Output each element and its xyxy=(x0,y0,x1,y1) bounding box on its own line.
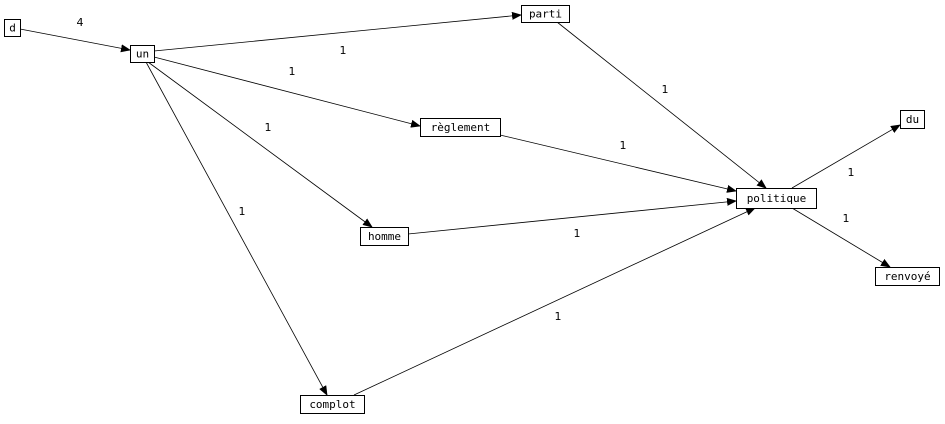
node-label-parti: parti xyxy=(529,8,562,21)
edge-un-to-homme xyxy=(147,61,373,228)
node-parti: parti xyxy=(521,5,570,23)
edge-weight-un-to-complot: 1 xyxy=(239,205,246,218)
edges-layer: 4 1 1 1 1 1 1 1 1 1 1 xyxy=(19,11,901,396)
edge-un-to-complot xyxy=(145,61,328,396)
node-label-un: un xyxy=(136,48,149,61)
node-label-politique: politique xyxy=(747,192,807,205)
edge-weight-d-to-un: 4 xyxy=(77,16,84,29)
node-box-politique xyxy=(736,188,817,209)
node-label-complot: complot xyxy=(309,398,355,411)
node-box-parti xyxy=(521,5,570,23)
node-box-reglement xyxy=(420,118,501,137)
node-box-d xyxy=(4,19,21,37)
node-label-reglement: règlement xyxy=(431,121,491,134)
edge-politique-to-renvoye xyxy=(791,207,891,268)
node-box-un xyxy=(130,45,155,63)
edge-homme-to-politique xyxy=(407,197,737,235)
node-box-homme xyxy=(360,227,409,246)
node-label-renvoye: renvoyé xyxy=(884,270,930,283)
edge-weight-reglement-to-politique: 1 xyxy=(620,139,627,152)
edge-weight-parti-to-politique: 1 xyxy=(662,83,669,96)
node-homme: homme xyxy=(360,227,409,246)
node-complot: complot xyxy=(300,395,365,414)
node-du: du xyxy=(900,110,925,129)
node-label-homme: homme xyxy=(368,230,401,243)
edge-un-to-parti xyxy=(153,11,522,52)
edge-weight-un-to-homme: 1 xyxy=(265,121,272,134)
node-renvoye: renvoyé xyxy=(875,267,940,286)
edge-weight-homme-to-politique: 1 xyxy=(574,227,581,240)
edge-weight-un-to-parti: 1 xyxy=(340,44,347,57)
edge-un-to-reglement xyxy=(153,56,421,128)
nodes-layer: d un parti règlement homme complot politique du… xyxy=(4,5,940,414)
node-label-du: du xyxy=(906,113,919,126)
edge-reglement-to-politique xyxy=(499,134,737,193)
node-d: d xyxy=(4,19,21,37)
node-box-du xyxy=(900,110,925,129)
edge-d-to-un xyxy=(19,28,131,53)
node-box-complot xyxy=(300,395,365,414)
node-reglement: règlement xyxy=(420,118,501,137)
node-politique: politique xyxy=(736,188,817,209)
edge-politique-to-du xyxy=(791,124,901,189)
node-un: un xyxy=(130,45,155,63)
edge-complot-to-politique xyxy=(353,207,756,396)
edge-weight-politique-to-renvoye: 1 xyxy=(843,212,850,225)
node-box-renvoye xyxy=(875,267,940,286)
node-label-d: d xyxy=(9,22,16,35)
edge-weight-politique-to-du: 1 xyxy=(848,166,855,179)
edge-weight-un-to-reglement: 1 xyxy=(289,65,296,78)
edge-parti-to-politique xyxy=(556,21,767,189)
edge-weight-complot-to-politique: 1 xyxy=(555,310,562,323)
